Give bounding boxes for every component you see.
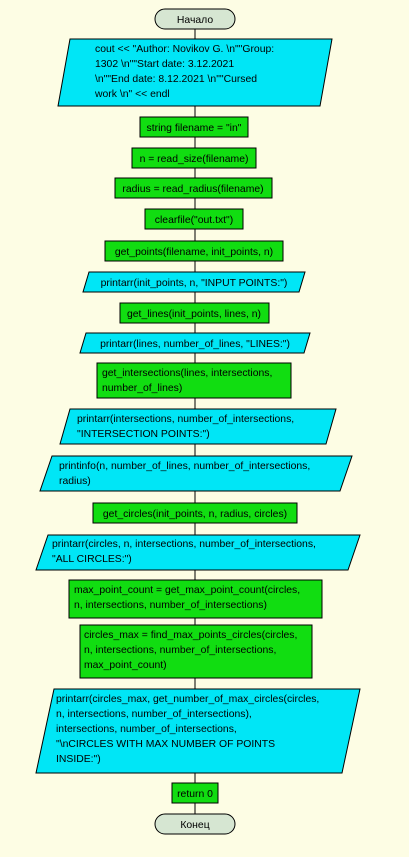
node-return: return 0 [171, 782, 219, 804]
node-label-line: Конец [180, 820, 209, 831]
node-label: printarr(intersections, number_of_inters… [77, 414, 294, 440]
node-label-line: radius) [59, 476, 91, 487]
node-label-line: get_intersections(lines, intersections, [102, 368, 272, 379]
node-read-size: n = read_size(filename) [131, 147, 257, 169]
node-label: printarr(circles, n, intersections, numb… [52, 539, 316, 565]
node-label: return 0 [177, 789, 213, 800]
terminator-shape [154, 813, 236, 835]
node-label: get_intersections(lines, intersections, n… [102, 368, 272, 394]
node-start: Начало [154, 8, 236, 30]
node-label: n = read_size(filename) [140, 154, 249, 165]
node-label-line: Начало [177, 15, 213, 26]
process-shape [139, 116, 249, 138]
io-shape [39, 455, 353, 492]
node-print-circles-max: printarr(circles_max, get_number_of_max_… [35, 688, 361, 774]
process-shape [79, 624, 313, 679]
node-print-author: cout << "Author: Novikov G. \n""Group: 13… [57, 38, 333, 107]
node-label-line: max_point_count) [84, 660, 167, 671]
node-label-line: number_of_lines) [102, 383, 182, 394]
node-label-line: "ALL CIRCLES:") [52, 554, 132, 565]
node-label: printarr(init_points, n, "INPUT POINTS:"… [101, 278, 288, 289]
node-label-line: get_lines(init_points, lines, n) [127, 309, 261, 320]
node-label-line: printarr(init_points, n, "INPUT POINTS:"… [101, 278, 288, 289]
flowchart-nodes: Начало cout << "Author: Novikov G. \n""Gr… [35, 8, 361, 835]
node-label: get_circles(init_points, n, radius, circ… [103, 509, 287, 520]
process-shape [171, 782, 219, 804]
node-printinfo: printinfo(n, number_of_lines, number_of_… [39, 455, 353, 492]
node-label: printarr(lines, number_of_lines, "LINES:… [100, 339, 290, 350]
node-label-line: "\nCIRCLES WITH MAX NUMBER OF POINTS [56, 739, 275, 750]
node-circles-max: circles_max = find_max_points_circles(ci… [79, 624, 313, 679]
terminator-shape [154, 8, 236, 30]
node-label: radius = read_radius(filename) [122, 184, 263, 195]
process-shape [114, 177, 273, 199]
node-label: string filename = "in" [147, 123, 242, 134]
node-max-point-count: max_point_count = get_max_point_count(ci… [68, 579, 323, 619]
process-shape [68, 579, 323, 619]
node-label-line: "INTERSECTION POINTS:") [77, 429, 210, 440]
node-label-line: printarr(circles_max, get_number_of_max_… [56, 694, 319, 705]
io-shape [57, 38, 333, 107]
process-shape [96, 362, 292, 399]
node-label-line: radius = read_radius(filename) [122, 184, 263, 195]
node-label-line: INSIDE:") [56, 754, 101, 765]
node-label-line: 1302 \n""Start date: 3.12.2021 [95, 59, 234, 70]
node-get-circles: get_circles(init_points, n, radius, circ… [92, 502, 298, 524]
node-filename: string filename = "in" [139, 116, 249, 138]
node-print-intersections: printarr(intersections, number_of_inters… [59, 408, 337, 445]
node-clearfile: clearfile("out.txt") [144, 208, 244, 230]
process-shape [119, 302, 270, 324]
node-print-input-points: printarr(init_points, n, "INPUT POINTS:"… [82, 271, 306, 293]
node-label: circles_max = find_max_points_circles(ci… [84, 630, 297, 671]
node-label-line: n, intersections, number_of_intersection… [84, 645, 276, 656]
node-label: max_point_count = get_max_point_count(ci… [74, 585, 300, 611]
node-label-line: \n""End date: 8.12.2021 \n""Cursed [95, 74, 257, 85]
node-label-line: printarr(circles, n, intersections, numb… [52, 539, 316, 550]
node-get-intersections: get_intersections(lines, intersections, n… [96, 362, 292, 399]
node-label-line: return 0 [177, 789, 213, 800]
node-label-line: printarr(lines, number_of_lines, "LINES:… [100, 339, 290, 350]
node-label-line: printinfo(n, number_of_lines, number_of_… [59, 461, 310, 472]
io-shape [35, 534, 361, 571]
io-shape [79, 332, 311, 354]
process-shape [144, 208, 244, 230]
node-label-line: work \n" << endl [94, 89, 170, 100]
node-print-lines: printarr(lines, number_of_lines, "LINES:… [79, 332, 311, 354]
node-label: cout << "Author: Novikov G. \n""Group: 13… [94, 44, 274, 100]
node-label: printarr(circles_max, get_number_of_max_… [56, 694, 319, 765]
node-label: clearfile("out.txt") [155, 215, 233, 226]
node-read-radius: radius = read_radius(filename) [114, 177, 273, 199]
node-label: get_lines(init_points, lines, n) [127, 309, 261, 320]
node-label-line: get_points(filename, init_points, n) [115, 247, 273, 258]
node-label-line: string filename = "in" [147, 123, 242, 134]
node-label-line: n = read_size(filename) [140, 154, 249, 165]
node-label: Конец [180, 820, 209, 831]
io-shape [82, 271, 306, 293]
node-get-lines: get_lines(init_points, lines, n) [119, 302, 270, 324]
process-shape [104, 240, 284, 262]
node-label-line: n, intersections, number_of_intersection… [56, 709, 252, 720]
node-label-line: intersections, number_of_intersections, [56, 724, 237, 735]
process-shape [131, 147, 257, 169]
io-shape [35, 688, 361, 774]
node-label: Начало [177, 15, 213, 26]
node-print-circles: printarr(circles, n, intersections, numb… [35, 534, 361, 571]
node-label-line: n, intersections, number_of_intersection… [74, 600, 267, 611]
node-get-points: get_points(filename, init_points, n) [104, 240, 284, 262]
node-label-line: clearfile("out.txt") [155, 215, 233, 226]
node-label: get_points(filename, init_points, n) [115, 247, 273, 258]
node-label-line: cout << "Author: Novikov G. \n""Group: [95, 44, 274, 55]
io-shape [59, 408, 337, 445]
node-label-line: circles_max = find_max_points_circles(ci… [84, 630, 297, 641]
node-end: Конец [154, 813, 236, 835]
node-label-line: get_circles(init_points, n, radius, circ… [103, 509, 287, 520]
node-label: printinfo(n, number_of_lines, number_of_… [59, 461, 310, 487]
node-label-line: printarr(intersections, number_of_inters… [77, 414, 294, 425]
node-label-line: max_point_count = get_max_point_count(ci… [74, 585, 300, 596]
process-shape [92, 502, 298, 524]
